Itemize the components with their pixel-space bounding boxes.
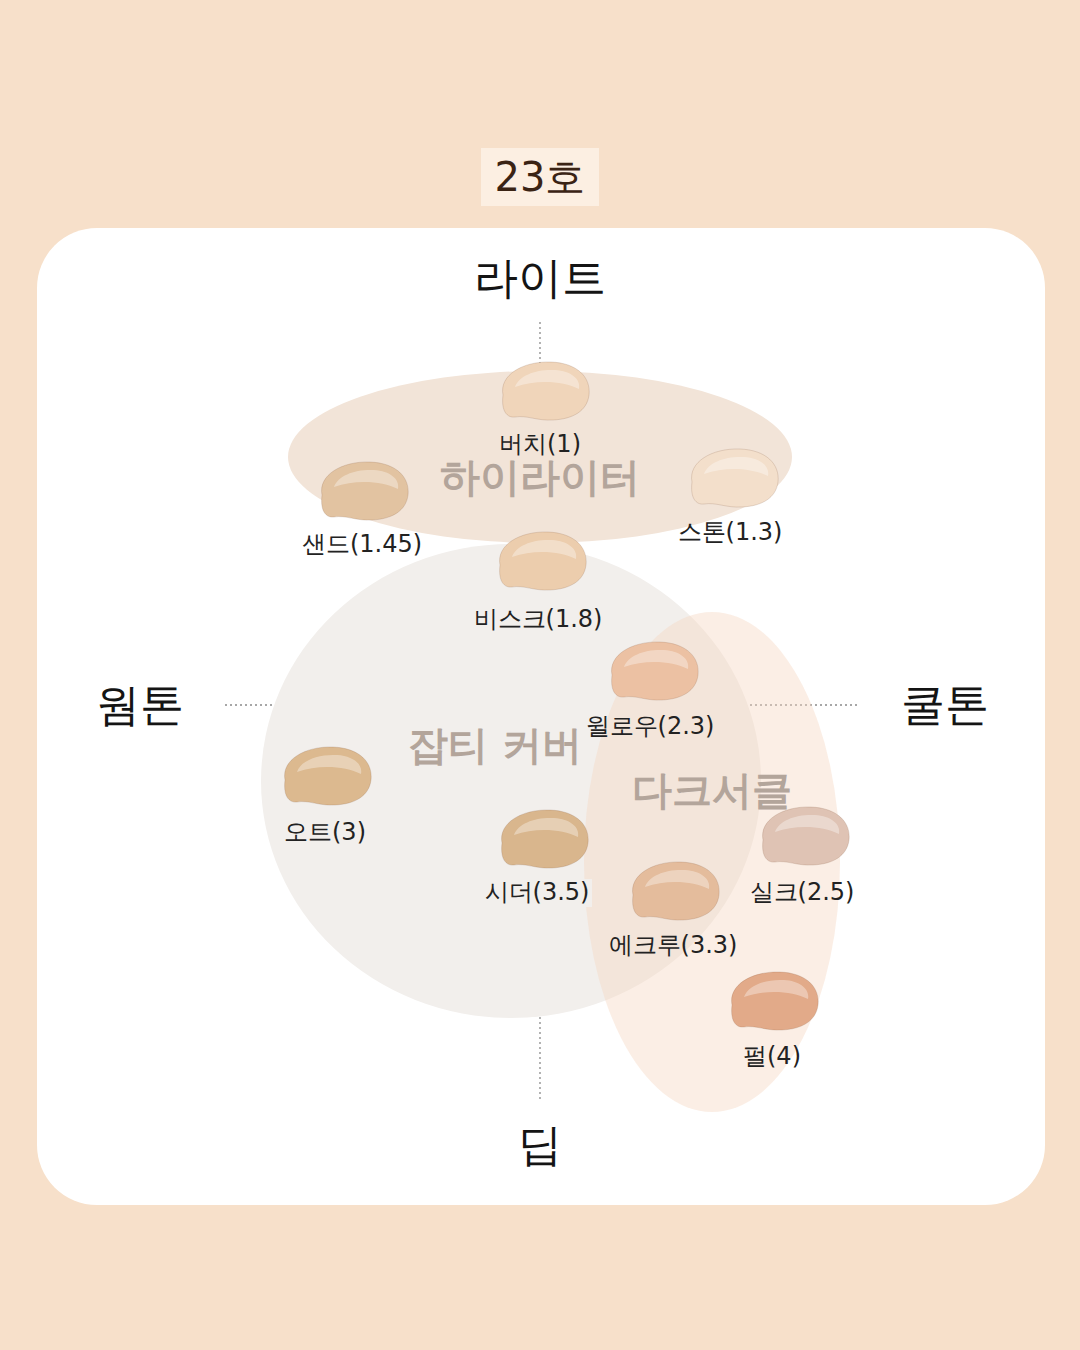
swatch-label: 윌로우(2.3) xyxy=(583,713,718,741)
swatch-blob xyxy=(692,449,779,507)
swatch-label: 펄(4) xyxy=(740,1043,804,1071)
swatch-blob xyxy=(612,642,699,700)
axis-label: 딥 xyxy=(518,1120,562,1171)
swatch-node: 비스크(1.8) xyxy=(468,527,613,638)
swatch-shape xyxy=(493,357,593,423)
swatch-node: 펄(4) xyxy=(720,967,824,1075)
swatch-highlight xyxy=(624,650,688,669)
swatch-highlight xyxy=(645,870,709,889)
swatch-label: 에크루(3.3) xyxy=(606,932,741,960)
swatch-shape xyxy=(312,457,412,523)
swatch-highlight xyxy=(515,370,579,389)
swatch-node: 윌로우(2.3) xyxy=(580,637,725,745)
swatch-shape xyxy=(275,742,375,808)
swatch-highlight xyxy=(334,470,398,489)
swatch-node: 샌드(1.45) xyxy=(294,457,430,563)
swatch-blob xyxy=(732,972,819,1030)
region-label: 하이라이터 xyxy=(436,454,644,500)
swatch-blob xyxy=(633,862,720,920)
swatch-node: 시더(3.5) xyxy=(482,805,603,911)
swatch-shape xyxy=(492,805,592,871)
swatch-highlight xyxy=(775,815,839,834)
swatch-highlight xyxy=(704,457,768,476)
swatch-node: 에크루(3.3) xyxy=(601,857,746,964)
swatch-label: 버치(1) xyxy=(496,431,584,459)
title-text: 23호 xyxy=(495,154,586,200)
swatch-node: 버치(1) xyxy=(491,357,595,463)
swatch-blob xyxy=(763,807,850,865)
swatch-shape xyxy=(682,444,782,510)
swatch-label: 샌드(1.45) xyxy=(299,531,425,559)
swatch-shape xyxy=(722,967,822,1033)
swatch-node: 스톤(1.3) xyxy=(672,444,793,551)
swatch-blob xyxy=(500,532,587,590)
swatch-highlight xyxy=(512,540,576,559)
swatch-shape xyxy=(753,802,853,868)
region-label: 잡티 커버 xyxy=(404,722,586,768)
panel xyxy=(37,228,1045,1205)
swatch-blob xyxy=(285,747,372,805)
swatch-node: 오트(3) xyxy=(273,742,377,851)
swatch-label: 실크(2.5) xyxy=(747,879,858,907)
swatch-highlight xyxy=(514,818,578,837)
swatch-blob xyxy=(502,810,589,868)
swatch-highlight xyxy=(297,755,361,774)
axis-label: 라이트 xyxy=(474,253,606,304)
swatch-shape xyxy=(623,857,723,923)
swatch-blob xyxy=(503,362,590,420)
axis-label: 웜톤 xyxy=(96,680,184,731)
region-label: 다크서클 xyxy=(628,767,796,813)
region-node: 다크서클윌로우(2.3)실크(2.5)에크루(3.3)펄(4) xyxy=(584,612,840,1112)
swatch-blob xyxy=(322,462,409,520)
title-box: 23호 xyxy=(481,148,600,206)
swatch-highlight xyxy=(744,980,808,999)
axis-label: 쿨톤 xyxy=(901,680,989,731)
swatch-node: 실크(2.5) xyxy=(743,802,864,911)
region-node: 하이라이터버치(1)샌드(1.45)스톤(1.3) xyxy=(288,371,792,543)
swatch-label: 스톤(1.3) xyxy=(675,519,786,547)
swatch-shape xyxy=(490,527,590,593)
swatch-shape xyxy=(602,637,702,703)
swatch-label: 시더(3.5) xyxy=(482,879,593,907)
swatch-label: 비스크(1.8) xyxy=(471,606,606,634)
swatch-label: 오트(3) xyxy=(281,819,369,847)
